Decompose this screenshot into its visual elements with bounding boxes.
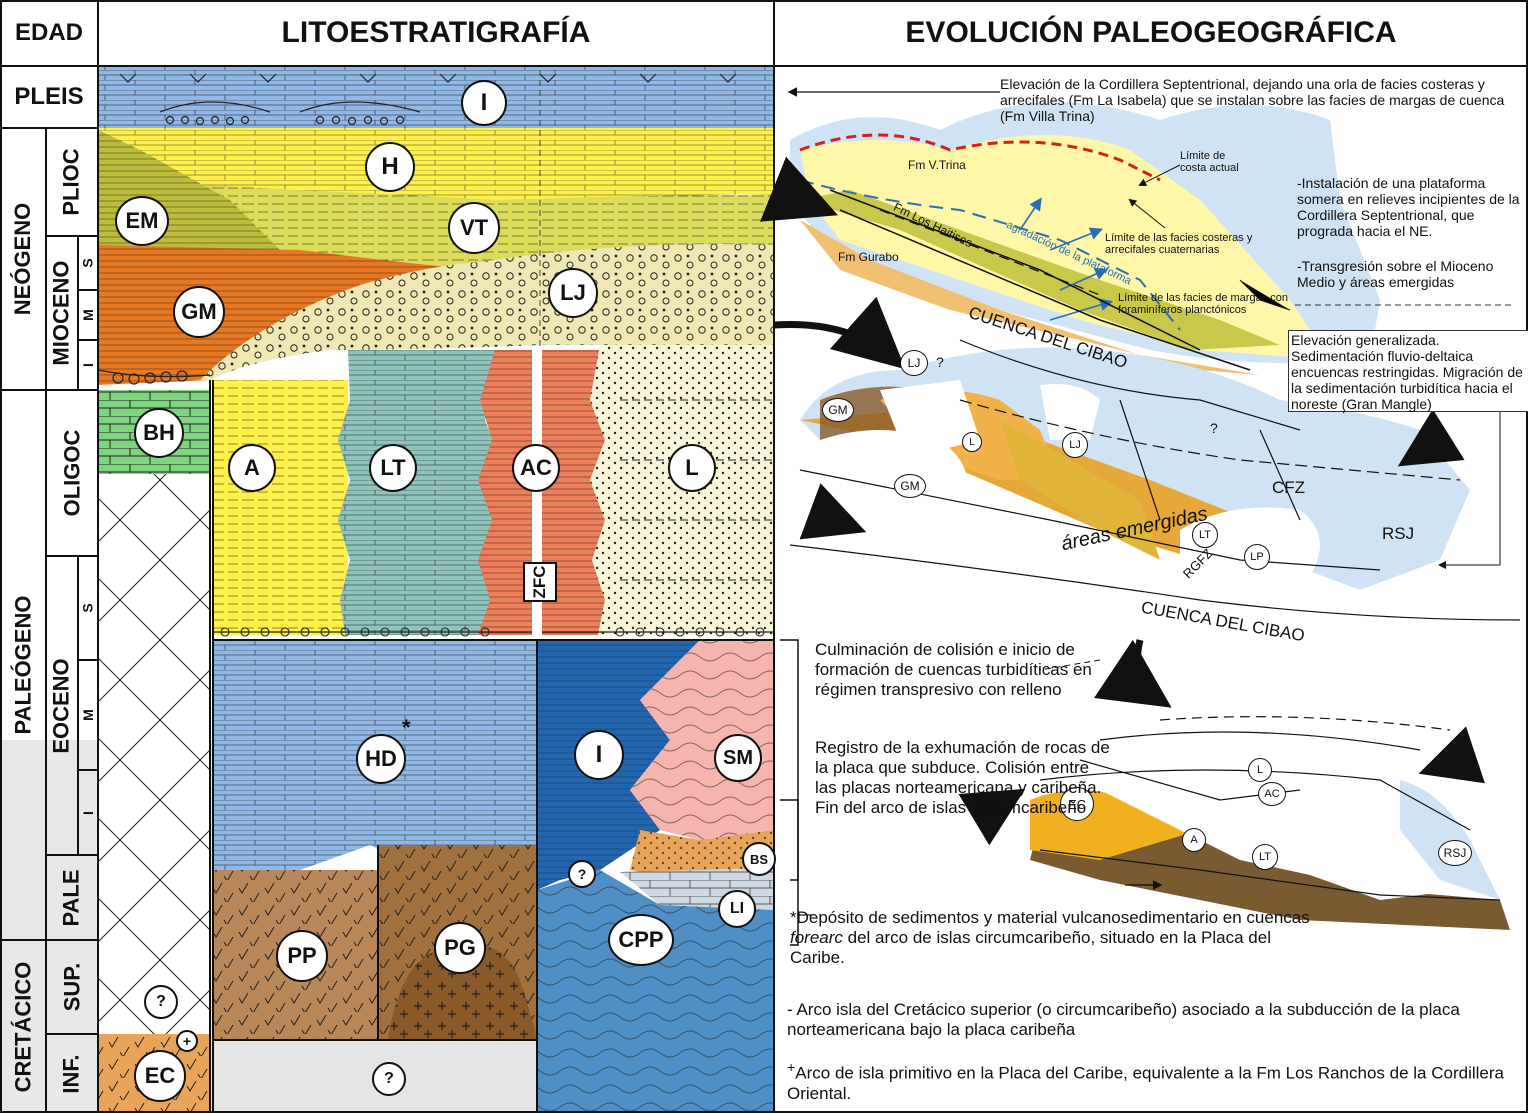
map-lt-1: LT (1192, 522, 1218, 548)
sub-miocene-i: I (78, 340, 98, 390)
unit-bh: BH (134, 408, 184, 458)
epoch-sup: SUP. (46, 940, 98, 1034)
unit-bs: BS (742, 842, 776, 876)
unit-lt: LT (369, 444, 417, 492)
unit-q-bottom: ? (372, 1062, 406, 1096)
map-l-1: L (962, 432, 982, 452)
unit-q-cret: ? (144, 985, 178, 1019)
label-cfz: CFZ (1272, 478, 1305, 498)
unit-pg: PG (434, 922, 486, 974)
age-header: EDAD (0, 0, 98, 66)
epoch-plioc: PLIOC (46, 128, 98, 236)
sub-miocene-s: S (78, 236, 98, 290)
note-deposito-italic: forearc (790, 928, 843, 947)
unit-hd: HD (356, 734, 406, 784)
unit-cpp: CPP (608, 914, 674, 966)
unit-zfc: ZFC (523, 562, 557, 602)
unit-gm: GM (173, 286, 225, 338)
unit-sm: SM (714, 734, 762, 782)
unit-vt: VT (448, 202, 500, 254)
epoch-eoceno: EOCENO (46, 556, 78, 855)
unit-ac: AC (512, 444, 560, 492)
epoch-oligoc: OLIGOC (46, 390, 98, 556)
map-lt-2: LT (1252, 844, 1278, 870)
period-cretaceous: CRETÁCICO (0, 940, 46, 1113)
note-primitivo: +Arco de isla primitivo en la Placa del … (787, 1058, 1522, 1104)
label-fm-vtrina: Fm V.Trina (908, 158, 966, 172)
epoch-inf: INF. (46, 1034, 98, 1113)
unit-i-top: I (461, 80, 507, 126)
period-paleogene: PALEÓGENO (0, 390, 46, 940)
note-transgresion: -Transgresión sobre el Mioceno Medio y á… (1297, 258, 1522, 290)
map-ac: AC (1258, 782, 1286, 806)
map-gm-1: GM (822, 398, 854, 422)
unit-q-eoc: ? (568, 860, 596, 888)
unit-hd-asterisk: * (402, 715, 411, 741)
sub-eocene-s: S (78, 556, 98, 660)
map-lp: LP (1244, 544, 1270, 570)
sub-eocene-i: I (78, 770, 98, 855)
unit-li: LI (718, 890, 756, 928)
map-q-1: ? (936, 354, 944, 370)
map-a: A (1182, 828, 1206, 852)
epoch-mioceno: MIOCENO (46, 236, 78, 390)
sub-eocene-m: M (78, 660, 98, 770)
sub-miocene-m: M (78, 290, 98, 340)
map-rsj: RSJ (1438, 840, 1472, 866)
note-deposito: *Depósito de sedimentos y material vulca… (790, 908, 1330, 968)
unit-ec: EC (134, 1050, 186, 1102)
note-deposito-a: *Depósito de sedimentos y material vulca… (790, 908, 1310, 927)
map-q-2: ? (1210, 420, 1218, 436)
unit-em: EM (115, 196, 169, 246)
note-plataforma: -Instalación de una plataforma somera en… (1297, 175, 1522, 239)
unit-pp: PP (276, 930, 328, 982)
period-pleis: PLEIS (0, 66, 98, 128)
note-registro: Registro de la exhumación de rocas de la… (815, 738, 1115, 818)
note-elevacion: Elevación generalizada. Sedimentación fl… (1288, 330, 1528, 412)
note-culminacion: Culminación de colisión e inicio de form… (815, 640, 1105, 700)
map-gm-2: GM (894, 474, 926, 498)
unit-a: A (228, 444, 276, 492)
epoch-pale: PALE (46, 855, 98, 940)
note-top: Elevación de la Cordillera Septentrional… (1000, 76, 1525, 124)
map-lj-2: LJ (1062, 432, 1088, 458)
map-lj-1: LJ (900, 350, 928, 376)
litho-header: LITOESTRATIGRAFÍA (98, 0, 774, 66)
note-primitivo-text: Arco de isla primitivo en la Placa del C… (787, 1064, 1504, 1103)
note-deposito-b: del arco de islas circumcaribeño, situad… (790, 928, 1271, 967)
unit-l: L (668, 444, 716, 492)
label-rsj-1: RSJ (1382, 524, 1414, 544)
label-limite-facies: Límite de las facies costeras y arrecifa… (1105, 232, 1280, 256)
unit-i-eocene: I (574, 730, 624, 780)
unit-h: H (365, 142, 415, 192)
unit-ec-plus: + (176, 1030, 198, 1052)
map-l-2: L (1248, 758, 1272, 782)
unit-lj: LJ (548, 268, 598, 318)
label-fm-gurabo: Fm Gurabo (838, 250, 899, 264)
period-neogene: NEÓGENO (0, 128, 46, 390)
label-limite-margas: Límite de las facies de margas con foram… (1118, 292, 1288, 316)
note-arco: - Arco isla del Cretácico superior (o ci… (787, 1000, 1507, 1040)
label-limite-costa: Límite de costa actual (1180, 150, 1250, 174)
paleo-header: EVOLUCIÓN PALEOGEOGRÁFICA (774, 0, 1528, 66)
